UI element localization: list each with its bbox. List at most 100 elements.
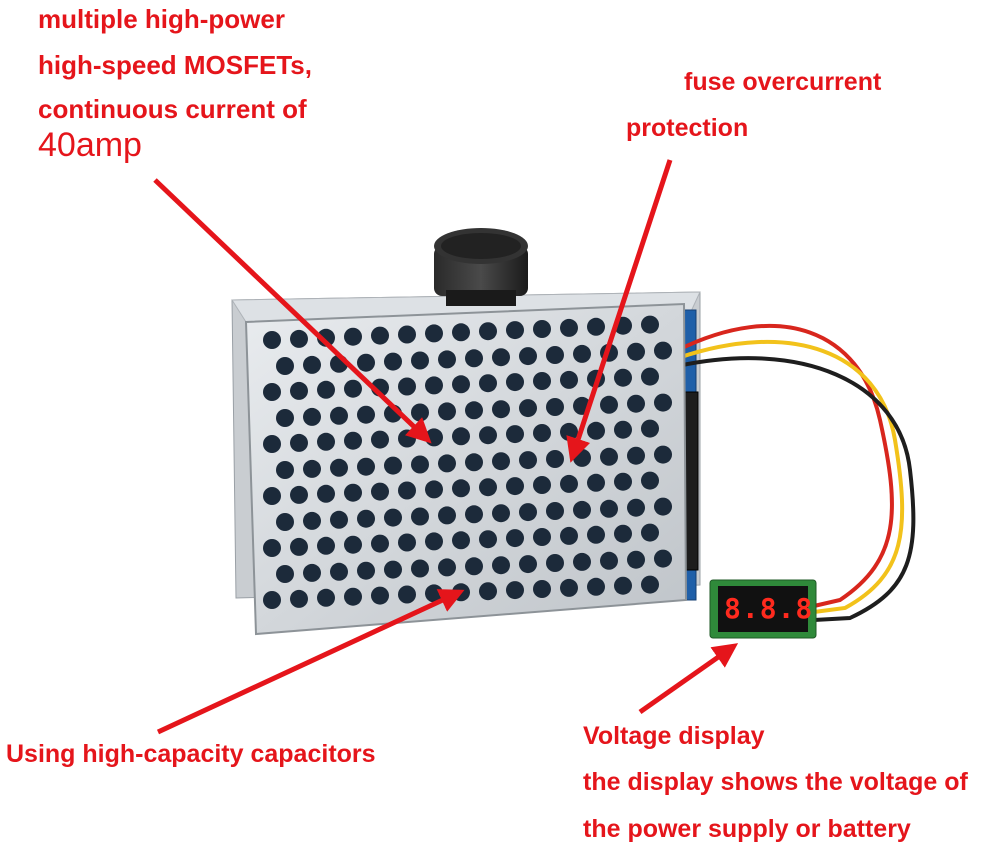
vent-hole bbox=[654, 341, 672, 360]
vent-hole bbox=[303, 459, 321, 478]
vent-hole bbox=[479, 426, 497, 445]
vent-hole bbox=[587, 473, 605, 492]
vent-hole bbox=[654, 445, 672, 464]
vent-hole bbox=[317, 484, 335, 503]
vent-hole bbox=[506, 581, 524, 600]
vent-hole bbox=[519, 347, 537, 366]
vent-hole bbox=[506, 477, 524, 496]
vent-hole bbox=[317, 380, 335, 399]
vent-hole bbox=[438, 558, 456, 577]
vent-hole bbox=[533, 476, 551, 494]
vent-hole bbox=[573, 500, 591, 519]
vent-hole bbox=[411, 559, 429, 578]
vent-hole bbox=[290, 589, 308, 608]
vent-hole bbox=[546, 502, 564, 520]
vent-hole bbox=[614, 420, 632, 439]
vent-hole bbox=[317, 328, 335, 347]
vent-hole bbox=[465, 401, 483, 420]
vent-hole bbox=[357, 561, 375, 580]
vent-hole bbox=[276, 461, 294, 479]
vent-hole bbox=[506, 321, 524, 340]
vent-hole bbox=[614, 576, 632, 595]
vent-hole bbox=[303, 563, 321, 582]
vent-hole bbox=[263, 383, 281, 401]
vent-hole bbox=[398, 481, 416, 500]
vent-hole bbox=[452, 479, 470, 498]
vent-hole bbox=[317, 432, 335, 451]
vent-hole bbox=[344, 535, 362, 554]
vent-hole bbox=[371, 430, 389, 449]
vent-hole bbox=[357, 509, 375, 528]
vent-hole bbox=[641, 419, 659, 438]
vent-hole bbox=[276, 357, 294, 375]
vent-hole bbox=[452, 531, 470, 550]
vent-hole bbox=[290, 381, 308, 400]
vent-hole bbox=[357, 353, 375, 372]
vent-hole bbox=[506, 373, 524, 392]
vent-hole bbox=[641, 523, 659, 542]
vent-hole bbox=[384, 456, 402, 475]
vent-hole bbox=[506, 425, 524, 444]
vent-hole bbox=[398, 377, 416, 396]
vent-hole bbox=[465, 505, 483, 524]
vent-hole bbox=[371, 586, 389, 605]
vent-hole bbox=[398, 429, 416, 448]
vent-hole bbox=[384, 560, 402, 579]
vent-hole bbox=[479, 530, 497, 549]
capacitor-label: Using high-capacity capacitors bbox=[6, 740, 376, 768]
vent-hole bbox=[411, 507, 429, 526]
vent-hole bbox=[492, 556, 510, 575]
vent-hole bbox=[492, 348, 510, 367]
vent-hole bbox=[600, 395, 618, 414]
vent-hole bbox=[573, 552, 591, 571]
vent-hole bbox=[560, 474, 578, 493]
vent-hole bbox=[263, 435, 281, 453]
vent-hole bbox=[371, 326, 389, 345]
vent-hole bbox=[492, 400, 510, 419]
vent-hole bbox=[533, 528, 551, 546]
vent-hole bbox=[546, 450, 564, 468]
vent-hole bbox=[317, 588, 335, 607]
vent-hole bbox=[425, 480, 443, 499]
vent-hole bbox=[533, 320, 551, 338]
vent-hole bbox=[411, 455, 429, 474]
vent-hole bbox=[344, 431, 362, 450]
vent-hole bbox=[303, 511, 321, 530]
voltage-label-title: Voltage display bbox=[583, 722, 765, 750]
vent-hole bbox=[560, 578, 578, 597]
vent-hole bbox=[344, 327, 362, 346]
vent-hole bbox=[560, 422, 578, 441]
vent-hole bbox=[398, 533, 416, 552]
vent-hole bbox=[641, 367, 659, 386]
vent-hole bbox=[627, 498, 645, 517]
vent-hole bbox=[654, 497, 672, 516]
vent-hole bbox=[357, 457, 375, 476]
vent-hole bbox=[587, 525, 605, 544]
vent-hole bbox=[452, 323, 470, 342]
vent-hole bbox=[303, 407, 321, 426]
vent-hole bbox=[371, 482, 389, 501]
vent-hole bbox=[492, 452, 510, 471]
vent-hole bbox=[627, 342, 645, 361]
vent-hole bbox=[479, 322, 497, 341]
mosfet-label-current: 40amp bbox=[38, 126, 142, 164]
vent-hole bbox=[290, 433, 308, 452]
vent-hole bbox=[546, 346, 564, 364]
vent-hole bbox=[465, 453, 483, 472]
vent-hole bbox=[492, 504, 510, 523]
vent-hole bbox=[519, 555, 537, 574]
display-wires bbox=[677, 323, 916, 622]
vent-hole bbox=[560, 318, 578, 337]
vent-hole bbox=[452, 375, 470, 394]
vent-hole bbox=[425, 532, 443, 551]
vent-hole bbox=[438, 454, 456, 473]
vent-hole bbox=[330, 406, 348, 425]
vent-hole bbox=[398, 585, 416, 604]
vent-hole bbox=[290, 485, 308, 504]
voltage-label-line2: the display shows the voltage of bbox=[583, 768, 968, 796]
vent-hole bbox=[560, 526, 578, 545]
callout-arrows bbox=[153, 159, 739, 735]
vent-hole bbox=[438, 350, 456, 369]
vent-hole bbox=[600, 551, 618, 570]
vent-hole bbox=[587, 317, 605, 336]
